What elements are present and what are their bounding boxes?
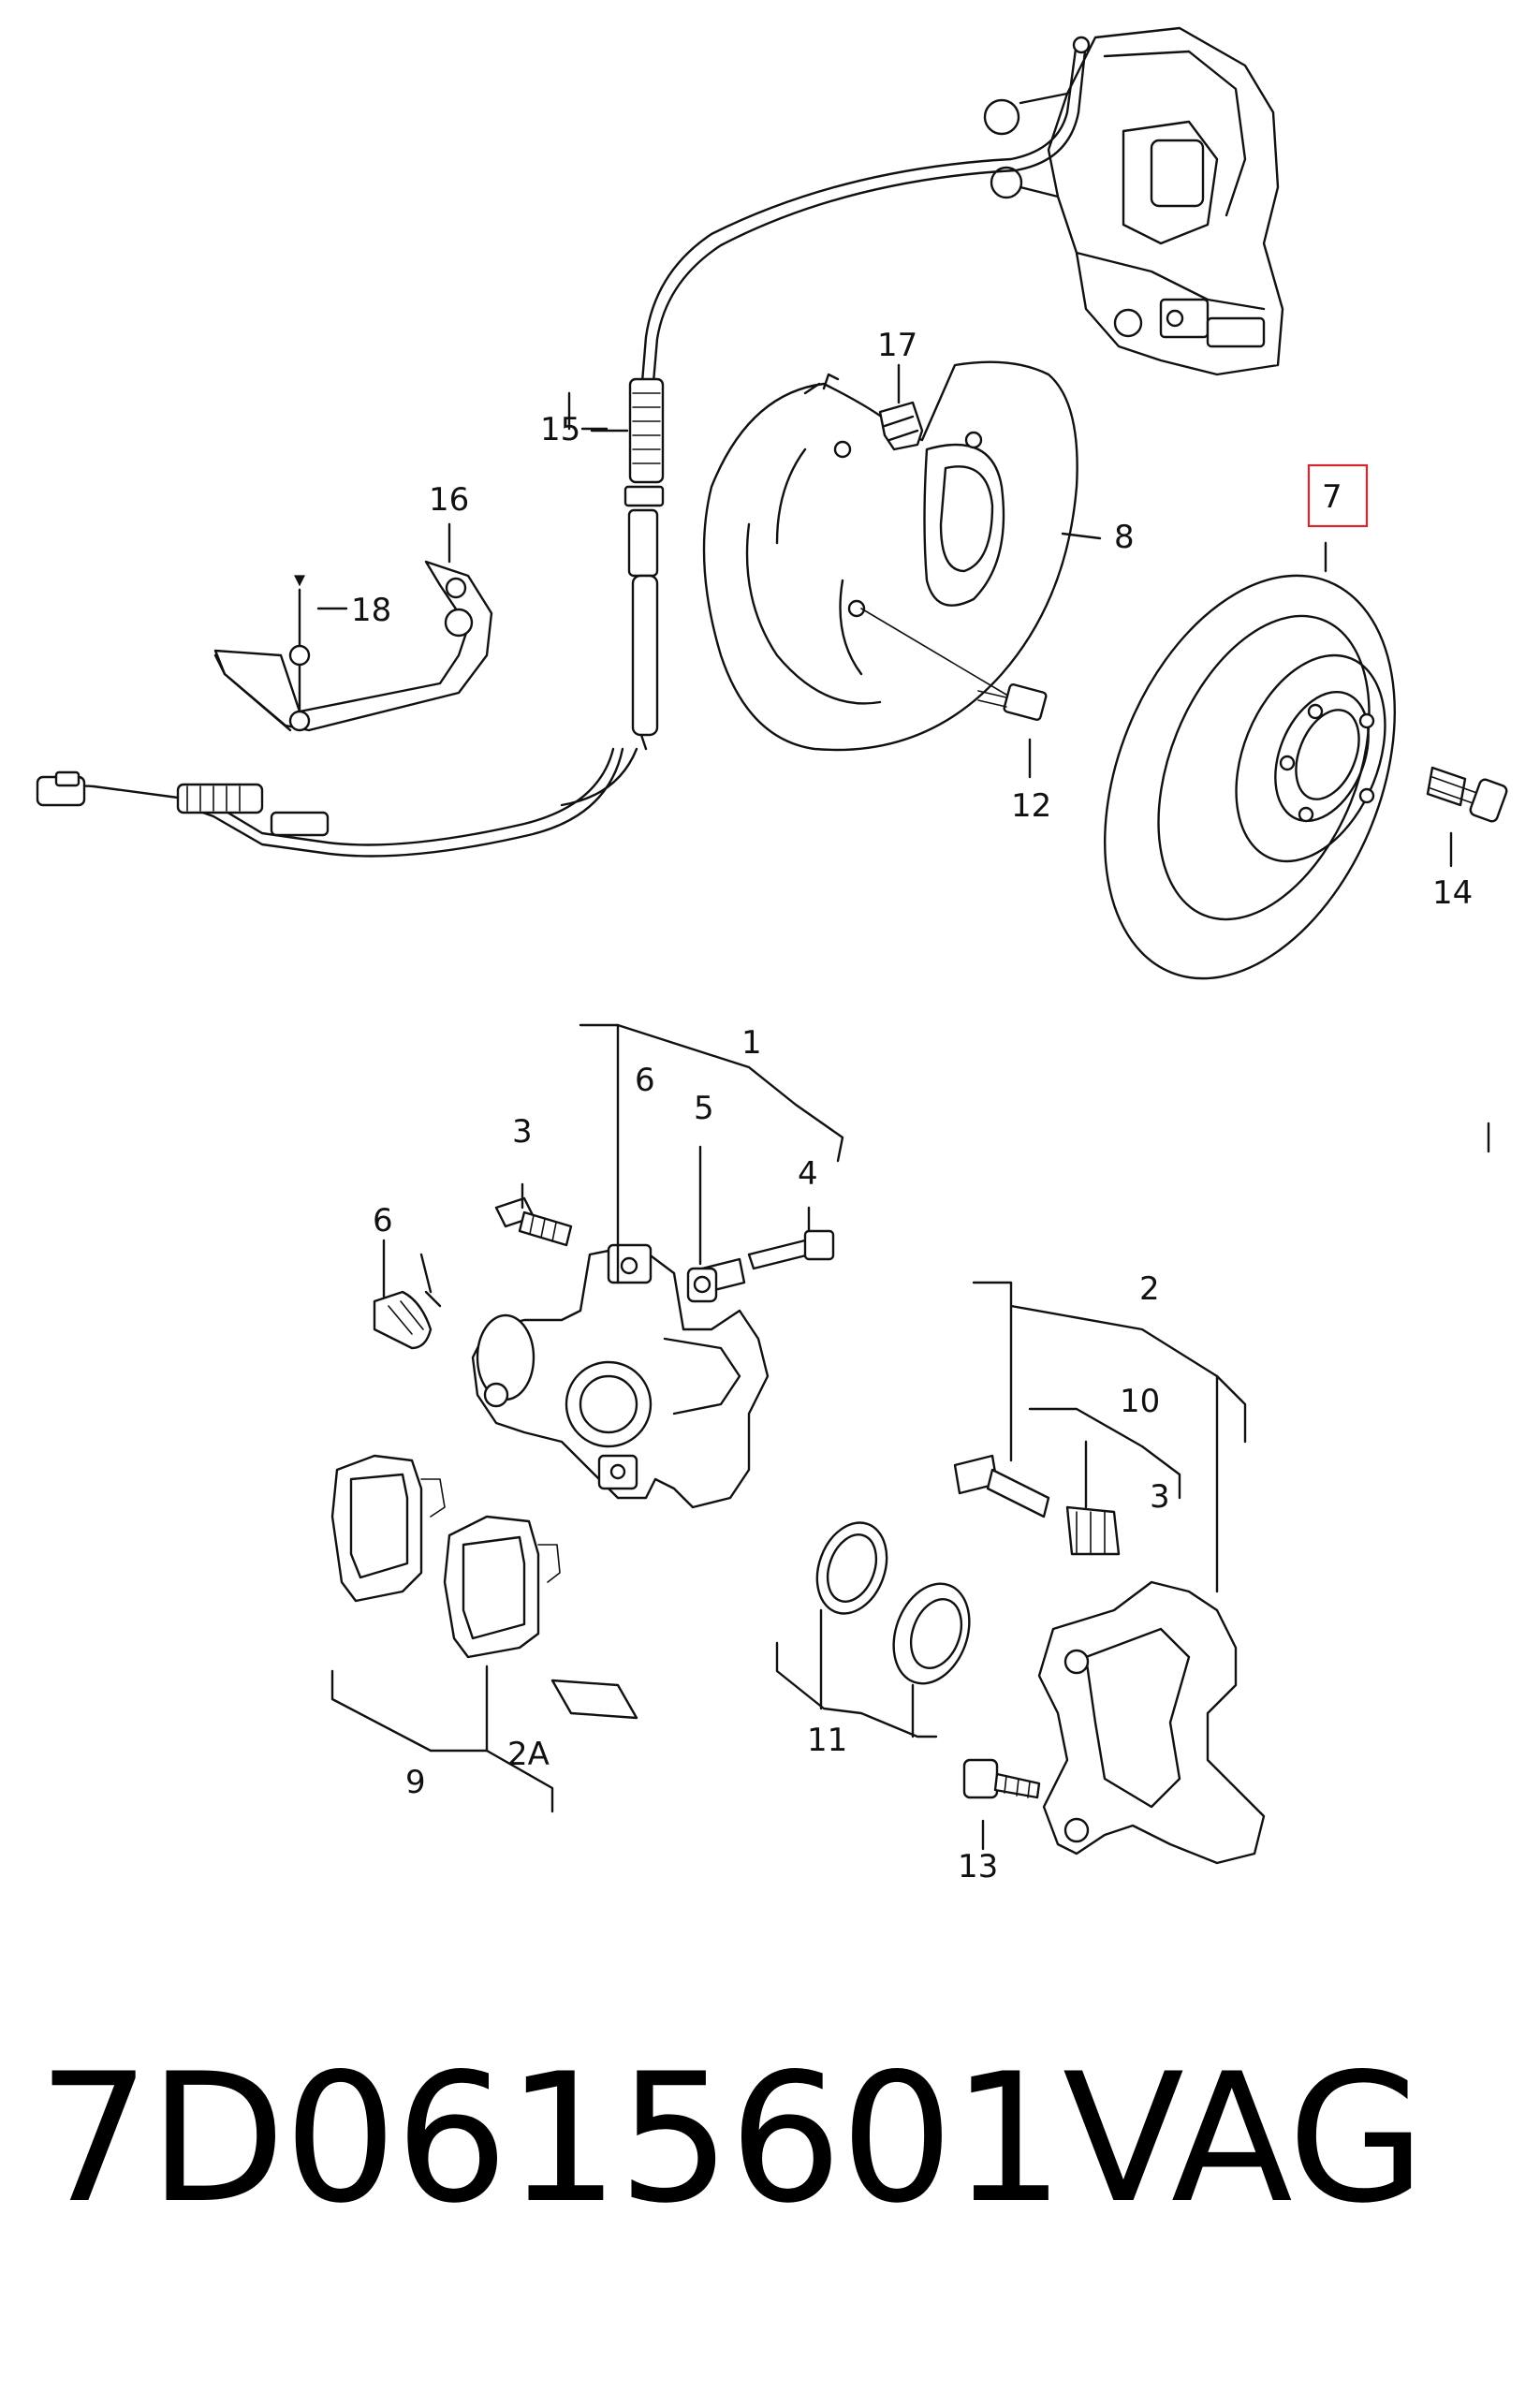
callout-2: 2 (1139, 1270, 1160, 1308)
callout-8: 8 (1114, 519, 1135, 556)
callout-18: 18 (351, 592, 391, 629)
callout-5: 5 (694, 1090, 714, 1127)
callout-4: 4 (798, 1155, 818, 1193)
callout-3a: 3 (512, 1113, 533, 1151)
callout-13: 13 (958, 1848, 998, 1885)
cable-bracket-illustration (213, 560, 493, 732)
screw-14-illustration (1426, 766, 1508, 823)
seals-illustration (815, 1454, 1121, 1685)
callout-6a: 6 (635, 1062, 655, 1099)
brand-name: VAG (1063, 2035, 1426, 2242)
callout-1: 1 (741, 1024, 762, 1062)
caliper-carrier-illustration (1037, 1580, 1266, 1865)
callout-12: 12 (1011, 787, 1051, 825)
handbrake-cable-illustration (36, 36, 1091, 858)
bolt-13-illustration (962, 1758, 1041, 1799)
caliper-housing-illustration (471, 1243, 770, 1509)
brake-pads-illustration (330, 1454, 561, 1659)
brake-disc-illustration (1104, 574, 1396, 980)
callout-17: 17 (877, 327, 917, 364)
callout-2a: 2A (507, 1736, 550, 1773)
callout-10: 10 (1120, 1383, 1160, 1420)
callout-15: 15 (540, 411, 580, 448)
callout-3b: 3 (1150, 1478, 1170, 1516)
shim-2a-illustration (550, 1679, 638, 1720)
part-number: 7D0615601 (37, 2035, 1064, 2242)
callout-11: 11 (807, 1722, 847, 1759)
dust-shield-illustration (702, 360, 1078, 752)
callout-7: 7 (1322, 478, 1342, 516)
highlight-box (1307, 463, 1369, 528)
clip-illustration (878, 401, 924, 451)
callout-6b: 6 (373, 1202, 393, 1240)
callout-16: 16 (429, 481, 469, 519)
small-parts-illustration (373, 1196, 835, 1350)
callout-9: 9 (405, 1764, 426, 1801)
caliper-top-illustration (983, 26, 1284, 376)
bolt-12-illustration (860, 608, 1048, 721)
callout-14: 14 (1432, 874, 1473, 912)
leader-lines (316, 363, 1490, 1851)
